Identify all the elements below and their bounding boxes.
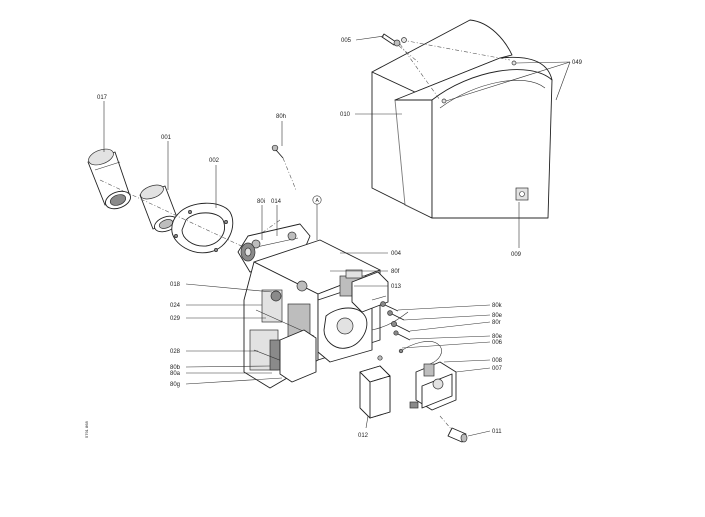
label-80i: 80i (257, 199, 265, 205)
label-028: 028 (170, 349, 181, 355)
screw-80k-icon (380, 301, 399, 312)
label-007: 007 (492, 366, 503, 372)
screw-80r-icon (391, 321, 411, 333)
reference-a-icon (312, 195, 322, 205)
label-80g: 80g (170, 382, 180, 388)
label-80b: 80b (170, 365, 181, 371)
screw-80e-icon (387, 310, 405, 321)
label-012: 012 (358, 433, 369, 439)
label-013: 013 (391, 284, 402, 290)
screw-80e-lower-icon (393, 330, 411, 341)
label-80h: 80h (276, 114, 286, 120)
label-024: 024 (170, 303, 181, 309)
label-80f: 80f (391, 269, 400, 275)
casing-cover (371, 19, 553, 219)
label-80k: 80k (492, 303, 503, 309)
nozzle-011-icon (439, 415, 468, 443)
screw-005-icon (381, 33, 407, 47)
sleeve-017-icon (87, 148, 131, 210)
label-006: 006 (492, 340, 503, 346)
capillary-tube-icon (377, 341, 442, 365)
label-004: 004 (391, 251, 402, 257)
side-code: 5791 868 (84, 421, 89, 438)
label-010: 010 (340, 112, 351, 118)
label-008: 008 (492, 358, 503, 364)
leader-lines (103, 35, 571, 437)
label-014: 014 (271, 199, 282, 205)
label-80e-lower: 80e (492, 334, 503, 340)
label-017: 017 (97, 95, 108, 101)
relay-box-012-icon (359, 365, 391, 419)
screw-80h-icon (271, 144, 297, 191)
label-80r: 80r (492, 320, 501, 326)
label-001: 001 (161, 135, 172, 141)
label-029: 029 (170, 316, 181, 322)
valve-007-icon (409, 361, 457, 411)
label-80a: 80a (170, 371, 181, 377)
label-a: A (316, 198, 320, 204)
label-005: 005 (341, 38, 352, 44)
gasket-002-icon (171, 202, 234, 254)
label-80e: 80e (492, 313, 503, 319)
label-018: 018 (170, 282, 181, 288)
label-009: 009 (511, 252, 522, 258)
label-011: 011 (492, 429, 502, 435)
part-labels: 005 049 010 009 017 001 002 80h 80i 014 … (84, 38, 583, 439)
label-002: 002 (209, 158, 220, 164)
label-049: 049 (572, 60, 583, 66)
burner-assembly (237, 223, 409, 389)
